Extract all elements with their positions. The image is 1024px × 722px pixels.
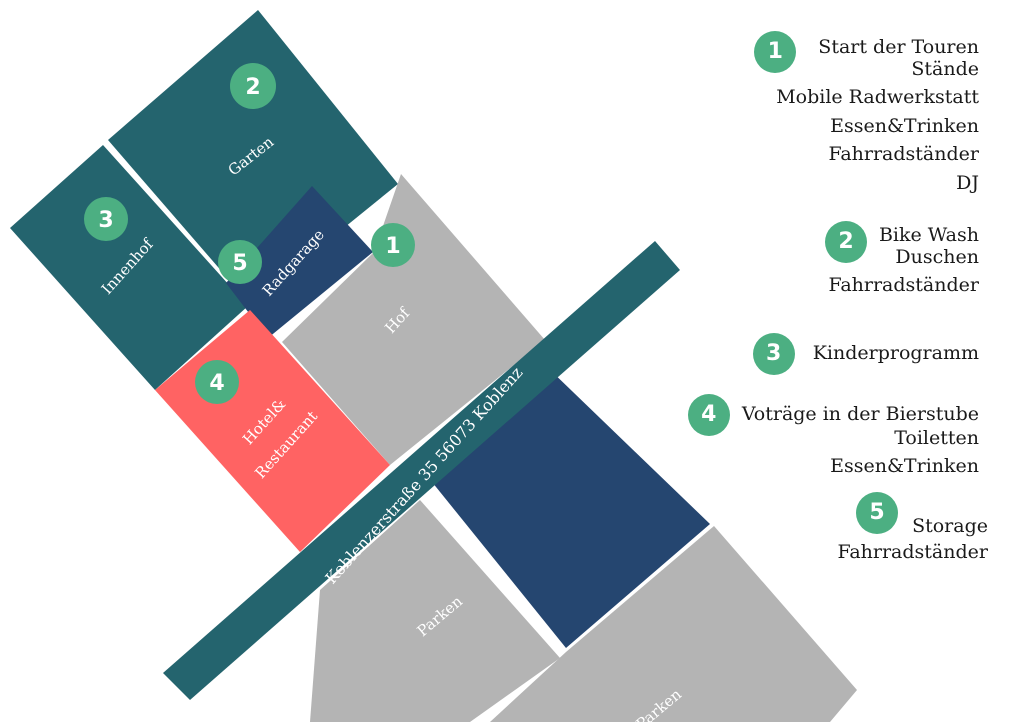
legend-item: Essen&Trinken	[830, 455, 979, 478]
zone-radgarage	[226, 186, 373, 338]
legend-item: Start der Touren	[818, 36, 979, 58]
zone-innenhof	[10, 145, 248, 390]
legend-item: Bike Wash	[878, 224, 979, 246]
legend-row: 3 Kinderprogramm	[752, 333, 979, 375]
zone-parken-2	[490, 526, 857, 722]
legend-item: Fahrradständer	[828, 274, 979, 297]
zone-hof	[282, 174, 545, 465]
legend-group-5: 5Storage Fahrradständer	[837, 492, 988, 566]
legend-item: Kinderprogramm	[812, 342, 979, 364]
legend-row: 1 Start der Touren	[754, 27, 979, 73]
legend-item: Voträge in der Bierstube	[741, 403, 979, 425]
legend-group-1: 1 Start der Touren Stände Mobile Radwerks…	[754, 27, 979, 197]
legend-item: Storage	[912, 515, 988, 537]
legend-group-4: 4 Voträge in der Bierstube Toiletten Esse…	[687, 394, 979, 481]
legend-badge-1: 1	[754, 31, 797, 73]
zone-parken-1	[310, 500, 560, 722]
legend-item: Essen&Trinken	[830, 114, 979, 137]
legend-badge-3: 3	[752, 333, 795, 375]
svg-text:2: 2	[245, 75, 260, 100]
map-badge-3: 3	[84, 197, 128, 241]
legend-item: Fahrradständer	[837, 541, 988, 563]
legend-row: 4 Voträge in der Bierstube	[687, 394, 979, 436]
street-band	[163, 241, 680, 700]
legend-row: 5Storage	[837, 492, 988, 540]
legend-item: Stände	[911, 58, 979, 80]
legend-badge-5: 5	[856, 492, 899, 534]
svg-text:4: 4	[209, 371, 224, 396]
legend-item: Mobile Radwerkstatt	[776, 86, 979, 109]
legend-item: DJ	[956, 171, 979, 194]
svg-text:1: 1	[385, 234, 400, 259]
svg-text:5: 5	[232, 251, 247, 276]
zone-navy-block	[432, 365, 710, 648]
legend-item: Duschen	[895, 246, 979, 268]
legend-item: Toiletten	[894, 427, 979, 449]
legend-row: 2 Bike Wash	[824, 215, 979, 263]
map-badge-5: 5	[218, 240, 262, 284]
legend-badge-4: 4	[687, 394, 730, 436]
legend-item: Fahrradständer	[828, 143, 979, 166]
legend-badge-2: 2	[824, 221, 867, 263]
map-badge-2: 2	[230, 63, 276, 109]
legend-group-3: 3 Kinderprogramm	[752, 333, 979, 375]
map-badge-4: 4	[195, 360, 239, 404]
svg-text:3: 3	[98, 208, 113, 233]
map-badge-1: 1	[371, 223, 415, 267]
legend-group-2: 2 Bike Wash Duschen Fahrradständer	[824, 215, 979, 300]
